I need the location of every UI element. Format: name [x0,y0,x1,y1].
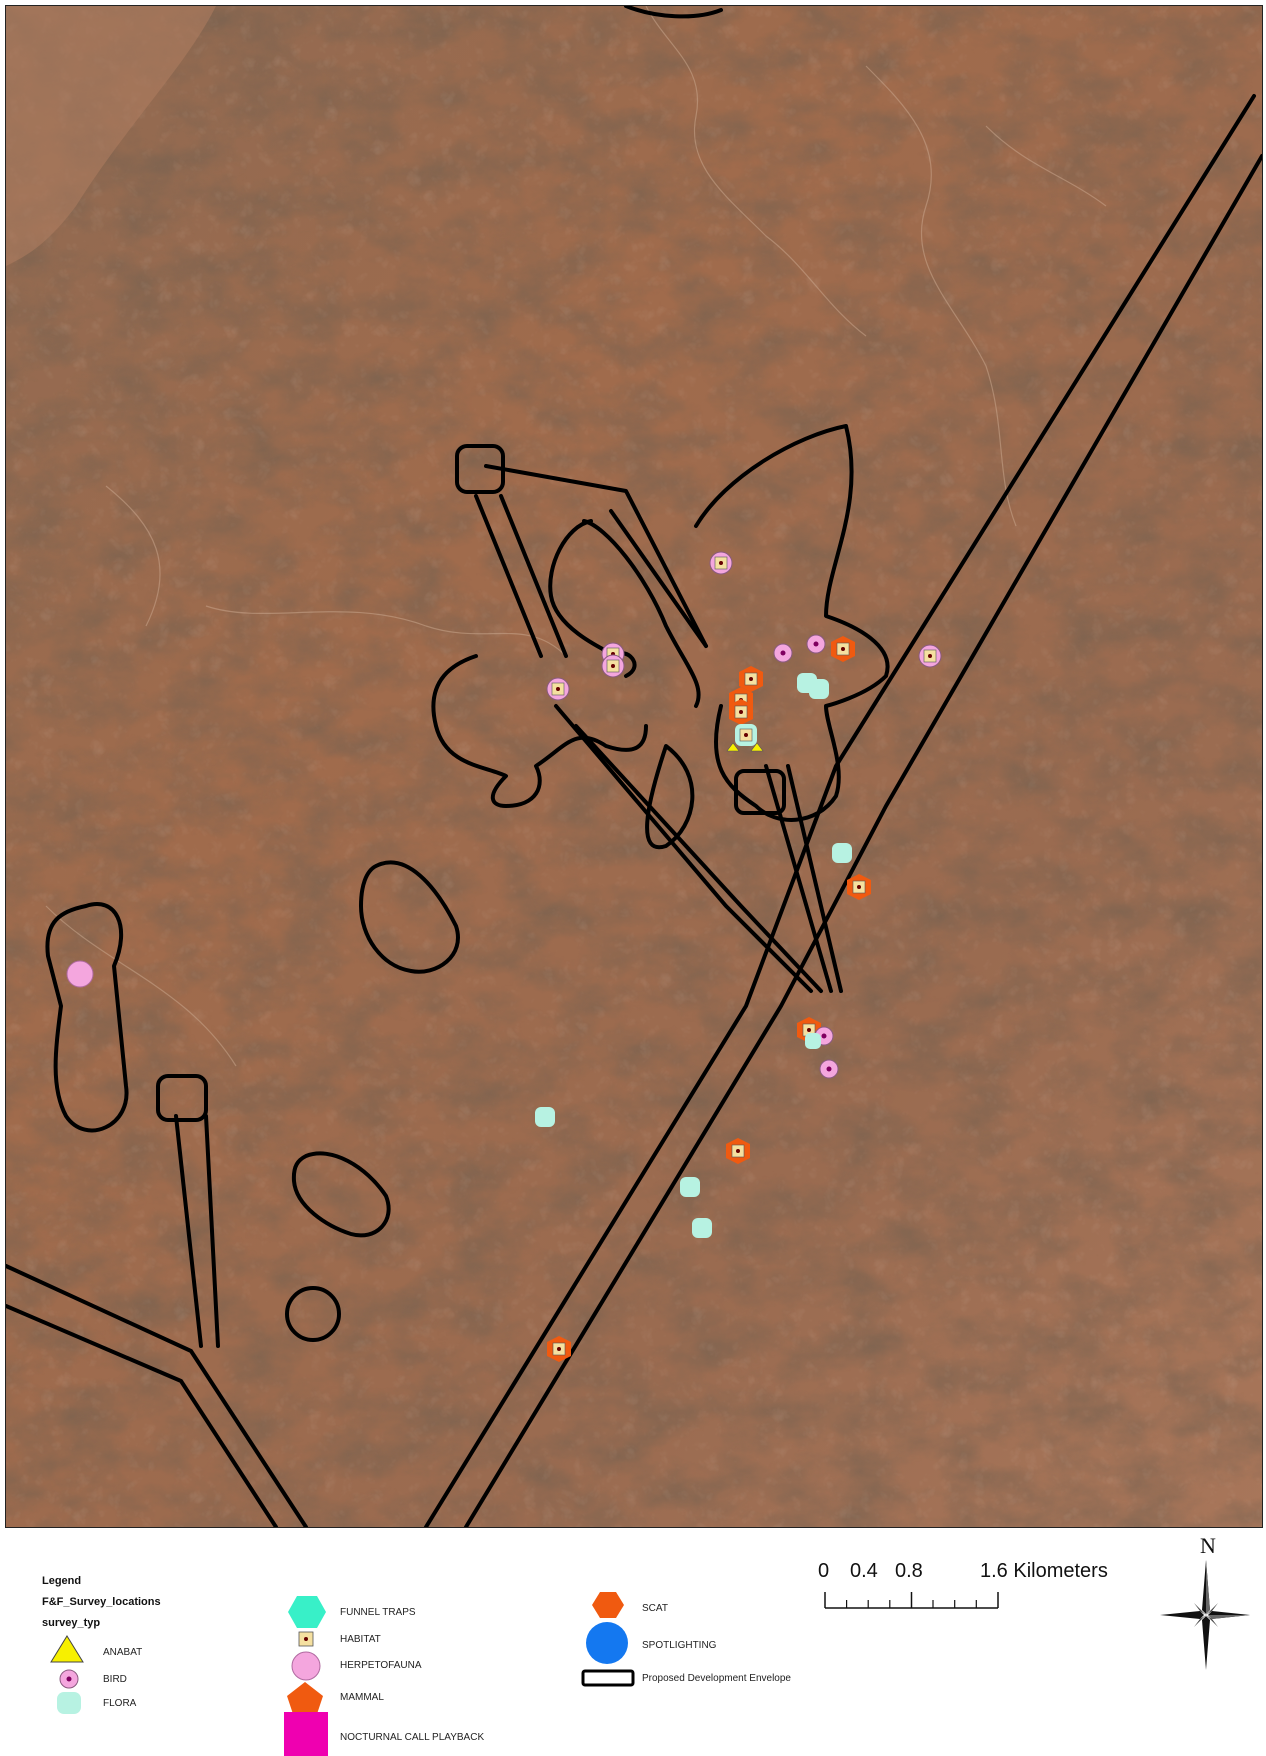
herpetofauna-symbol-icon [291,1651,321,1681]
habitat-herp-point[interactable] [709,551,733,575]
scat-point[interactable] [547,1336,571,1362]
habitat-symbol-icon [298,1631,314,1647]
funnel-traps-symbol-icon [288,1596,326,1628]
plain-area [6,6,216,266]
scale-label-0: 0 [818,1560,830,1582]
legend-label-herpetofauna: HERPETOFAUNA [340,1660,422,1671]
anabat-symbol-icon [50,1635,84,1663]
mammal-symbol-icon [287,1682,323,1714]
flora-habitat-point[interactable] [735,724,757,746]
habitat-herp-point[interactable] [918,644,942,668]
flora-symbol-icon [57,1692,81,1714]
scat-symbol-icon [592,1592,624,1618]
scale-label-1-6-km: 1.6 Kilometers [980,1560,1108,1582]
flora-point[interactable] [535,1107,555,1127]
legend-layer-name: F&F_Survey_locations [42,1596,161,1608]
map-view[interactable] [5,5,1263,1528]
nocturnal-call-playback-symbol-icon [284,1712,328,1756]
habitat-herp-point[interactable] [601,654,625,678]
spotlighting-symbol-icon [586,1622,628,1664]
development-envelope [6,6,1262,1527]
bird-point[interactable] [806,634,826,654]
drainage-lines [45,6,1107,1067]
scale-bar-ruler [824,1592,999,1609]
scale-label-0-4: 0.4 [850,1560,878,1582]
scat-point[interactable] [726,1138,750,1164]
legend-label-mammal: MAMMAL [340,1692,384,1703]
development-envelope-symbol-icon [581,1669,635,1687]
herpetofauna-point[interactable] [66,960,94,988]
map-canvas[interactable] [6,6,1262,1527]
habitat-herp-point[interactable] [546,677,570,701]
scat-point[interactable] [739,666,763,692]
compass-rose-icon [1160,1560,1250,1670]
flora-point[interactable] [692,1218,712,1238]
legend-label-spotlighting: SPOTLIGHTING [642,1640,717,1651]
scale-label-0-8: 0.8 [895,1560,923,1582]
scat-point[interactable] [831,636,855,662]
flora-point[interactable] [805,1033,821,1049]
anabat-point[interactable] [726,742,764,752]
legend-label-anabat: ANABAT [103,1647,143,1658]
legend-label-development-envelope: Proposed Development Envelope [642,1673,791,1684]
legend-label-bird: BIRD [103,1674,127,1685]
legend-label-nocturnal-call-playback: NOCTURNAL CALL PLAYBACK [340,1732,485,1743]
legend-label-habitat: HABITAT [340,1634,381,1645]
legend-label-funnel-traps: FUNNEL TRAPS [340,1607,416,1618]
scat-point[interactable] [729,699,753,725]
flora-point[interactable] [797,673,817,693]
bird-point[interactable] [773,643,793,663]
bird-symbol-icon [59,1669,79,1689]
legend-label-scat: SCAT [642,1603,668,1614]
scat-point[interactable] [847,874,871,900]
north-label: N [1200,1533,1216,1558]
legend-title: Legend [42,1575,82,1587]
legend-label-flora: FLORA [103,1698,137,1709]
survey-points [66,551,942,1362]
flora-point[interactable] [832,843,852,863]
flora-point[interactable] [680,1177,700,1197]
bird-point[interactable] [819,1059,839,1079]
legend-field-name: survey_typ [42,1617,101,1629]
